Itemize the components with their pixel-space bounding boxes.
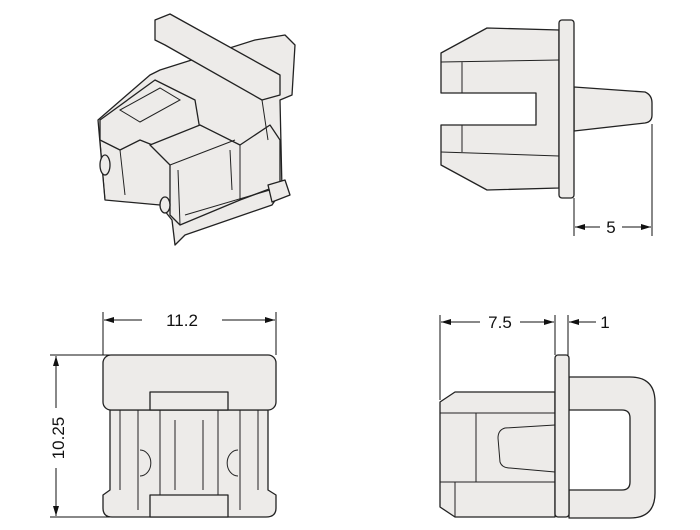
dimension-pin-length: 5 (606, 218, 615, 237)
isometric-view (97, 13, 296, 246)
side-view: 5 (440, 19, 653, 237)
dimension-body-depth: 7.5 (488, 313, 512, 332)
dimension-flange-thickness: 1 (600, 313, 609, 332)
dimension-height: 10.25 (49, 417, 68, 460)
dimension-width: 11.2 (166, 311, 198, 330)
front-view (102, 354, 277, 518)
end-view (439, 354, 656, 519)
